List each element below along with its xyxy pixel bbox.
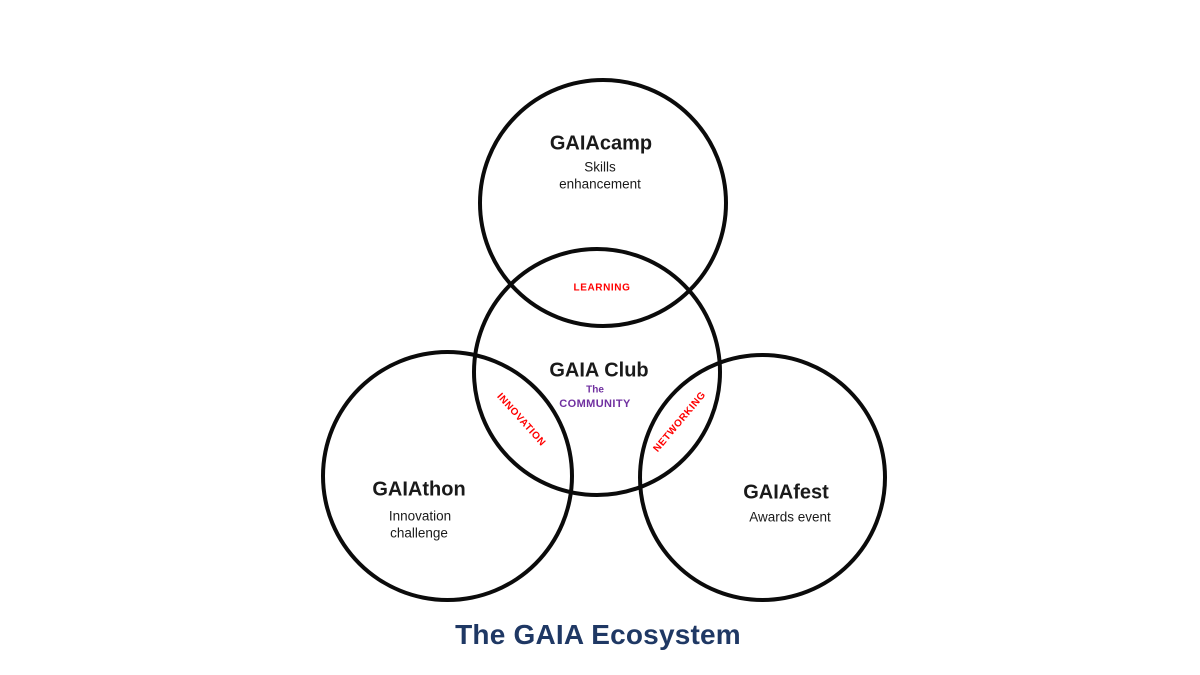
gaiaclub-subtitle-line2: COMMUNITY — [559, 398, 631, 410]
gaiafest-label: GAIAfest — [743, 481, 829, 504]
learning-overlap-label: LEARNING — [573, 282, 631, 294]
gaiathon-label: GAIAthon — [372, 478, 466, 501]
gaiacamp-subtitle-line1: Skills — [584, 159, 616, 175]
gaiacamp-subtitle-line2: enhancement — [559, 176, 641, 192]
gaiacamp-label: GAIAcamp — [549, 132, 653, 155]
gaiathon-subtitle-line1: Innovation — [388, 508, 452, 524]
diagram-title: The GAIA Ecosystem — [455, 619, 741, 650]
gaiafest-subtitle-line1: Awards event — [749, 509, 831, 525]
gaiathon-circle — [321, 350, 574, 602]
gaiaclub-label: GAIA Club — [549, 359, 649, 382]
gaiafest-circle — [638, 353, 887, 602]
gaiaclub-subtitle-line1: The — [586, 384, 604, 396]
gaiathon-subtitle-line2: challenge — [390, 525, 448, 541]
